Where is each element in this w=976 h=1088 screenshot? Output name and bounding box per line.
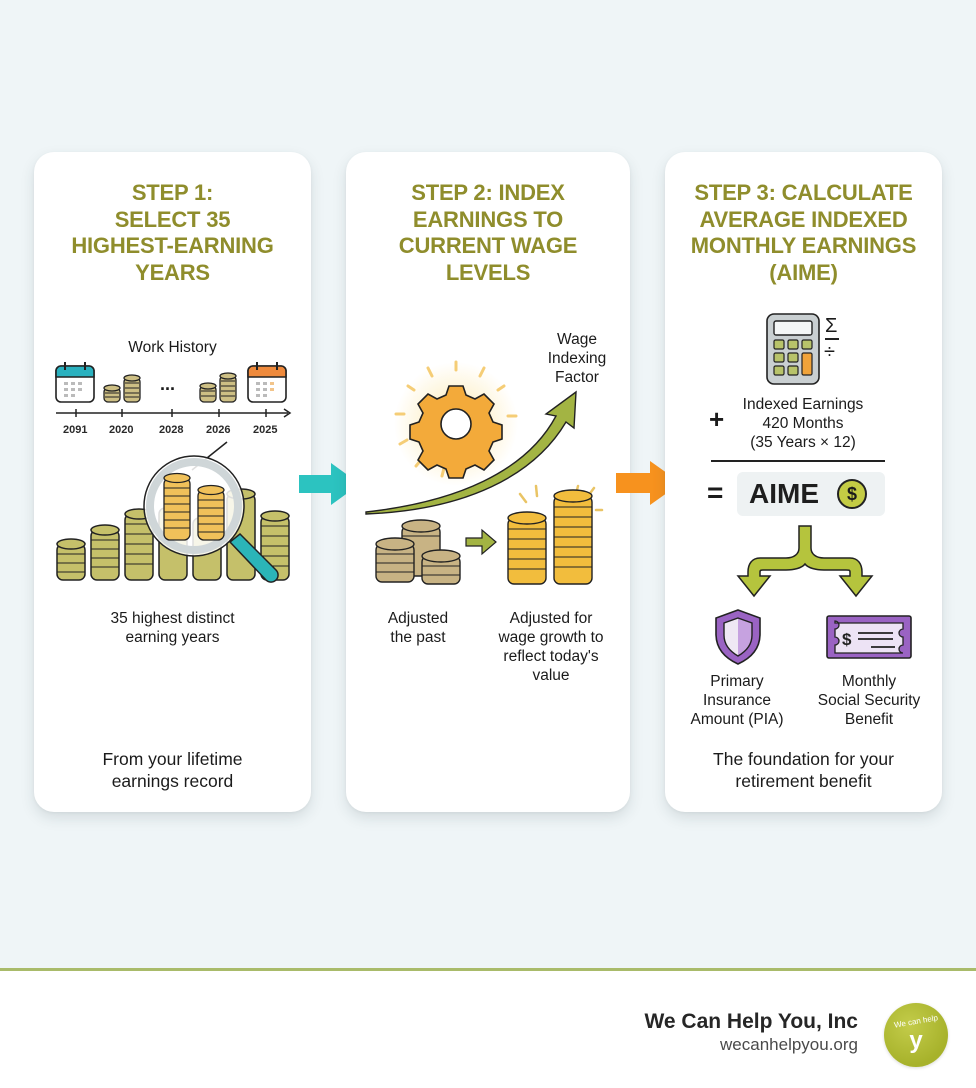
work-history-timeline-icon (55, 362, 292, 418)
plus-icon: + (709, 404, 725, 434)
caption-line: the past (390, 629, 446, 646)
footer-line: earnings record (111, 771, 234, 791)
step-3-title: STEP 3: CALCULATE AVERAGE INDEXED MONTHL… (665, 180, 942, 286)
formula-line: (35 Years × 12) (750, 434, 856, 451)
footer-divider (0, 968, 976, 971)
step-1-title: STEP 1: SELECT 35 HIGHEST-EARNING YEARS (34, 180, 311, 286)
formula-line: Indexed Earnings (742, 396, 864, 413)
brand-url[interactable]: wecanhelpyou.org (720, 1035, 858, 1054)
step-3-footer: The foundation for your retirement benef… (665, 748, 942, 792)
ellipsis: ... (52, 374, 297, 396)
label-line: Wage (557, 331, 597, 348)
shield-icon (715, 609, 761, 665)
caption-line: earning years (125, 629, 220, 646)
dollar-coin-icon: $ (837, 479, 867, 509)
title-line: STEP 3: CALCULATE (694, 180, 913, 205)
label-line: Social Security (817, 692, 921, 709)
title-line: STEP 1: (131, 180, 214, 205)
logo-letter: y (909, 1027, 923, 1054)
equals-icon: = (707, 477, 724, 508)
pia-label: Primary Insurance Amount (PIA) (673, 672, 801, 729)
title-line: LEVELS (445, 259, 531, 285)
timeline-year: 2028 (159, 424, 184, 436)
footer-line: The foundation for your (713, 749, 894, 769)
branch-arrows-icon (736, 525, 874, 598)
title-line: HIGHEST-EARNING (71, 233, 274, 258)
brand-name: We Can Help You, Inc (644, 1010, 858, 1033)
brand-logo: We can help y (884, 1003, 948, 1067)
timeline-year: 2020 (109, 424, 134, 436)
adjusted-wage-growth-caption: Adjusted for wage growth to reflect toda… (478, 609, 624, 685)
ellipsis-text: ... (160, 374, 176, 394)
step-3-card: STEP 3: CALCULATE AVERAGE INDEXED MONTHL… (665, 152, 942, 812)
aime-result-label: AIME (749, 478, 819, 509)
title-line: SELECT 35 (114, 206, 231, 232)
label-line: Factor (555, 369, 599, 386)
footer (0, 971, 976, 1088)
flow-arrow-right-icon (299, 463, 360, 505)
caption-line: wage growth to (498, 629, 604, 646)
label-line: Primary (710, 673, 764, 690)
label-line: Insurance (702, 692, 772, 709)
gear-icon (409, 385, 503, 479)
calendar-icon (55, 362, 95, 403)
caption-line: value (532, 667, 570, 684)
benefit-check-icon: $ (826, 615, 912, 659)
title-line: CURRENT WAGE (398, 233, 578, 258)
footer-line: From your lifetime (102, 749, 243, 769)
formula-line: 420 Months (762, 415, 844, 432)
aime-formula: Indexed Earnings 420 Months (35 Years × … (727, 395, 879, 452)
timeline-year: 2091 (63, 424, 88, 436)
divide-icon: ÷ (824, 341, 835, 363)
step-1-caption: 35 highest distinct earning years (34, 609, 311, 647)
caption-line: 35 highest distinct (110, 610, 235, 627)
caption-line: Adjusted (387, 610, 449, 627)
timeline-year: 2025 (253, 424, 278, 436)
timeline-year: 2026 (206, 424, 231, 436)
caption-line: Adjusted for (509, 610, 593, 627)
fraction-line (711, 460, 885, 462)
label-line: Indexing (547, 350, 607, 367)
divider-line (825, 338, 839, 340)
step-1-card: STEP 1: SELECT 35 HIGHEST-EARNING YEARS … (34, 152, 311, 812)
svg-text:$: $ (842, 630, 852, 649)
title-line: STEP 2: INDEX (411, 180, 565, 205)
monthly-benefit-label: Monthly Social Security Benefit (801, 672, 937, 729)
work-history-label: Work History (128, 339, 217, 356)
aime-result-box: AIME $ (737, 472, 885, 516)
title-line: YEARS (135, 259, 210, 285)
label-line: Amount (PIA) (690, 711, 784, 728)
label-line: Monthly (841, 673, 897, 690)
caption-line: reflect today's (503, 648, 599, 665)
title-line: AVERAGE INDEXED (699, 206, 908, 232)
coin-stacks-magnifier-icon (56, 441, 290, 583)
title-line: EARNINGS TO (412, 206, 564, 232)
title-line: (AIME) (769, 259, 838, 285)
gear-growth-arrow-icon (365, 360, 577, 515)
title-line: MONTHLY EARNINGS (690, 233, 917, 258)
adjusted-past-caption: Adjusted the past (368, 609, 468, 647)
coins-adjustment-icon (375, 484, 604, 585)
calculator-icon (766, 313, 820, 385)
step-2-card: STEP 2: INDEX EARNINGS TO CURRENT WAGE L… (346, 152, 630, 812)
step-2-title: STEP 2: INDEX EARNINGS TO CURRENT WAGE L… (346, 180, 630, 286)
step-1-footer: From your lifetime earnings record (34, 748, 311, 792)
footer-line: retirement benefit (735, 771, 872, 791)
wage-indexing-factor-label: Wage Indexing Factor (532, 330, 622, 387)
label-line: Benefit (844, 711, 894, 728)
calendar-icon (247, 362, 287, 403)
sigma-icon: Σ (825, 315, 838, 337)
flow-arrow-right-icon (616, 461, 681, 505)
